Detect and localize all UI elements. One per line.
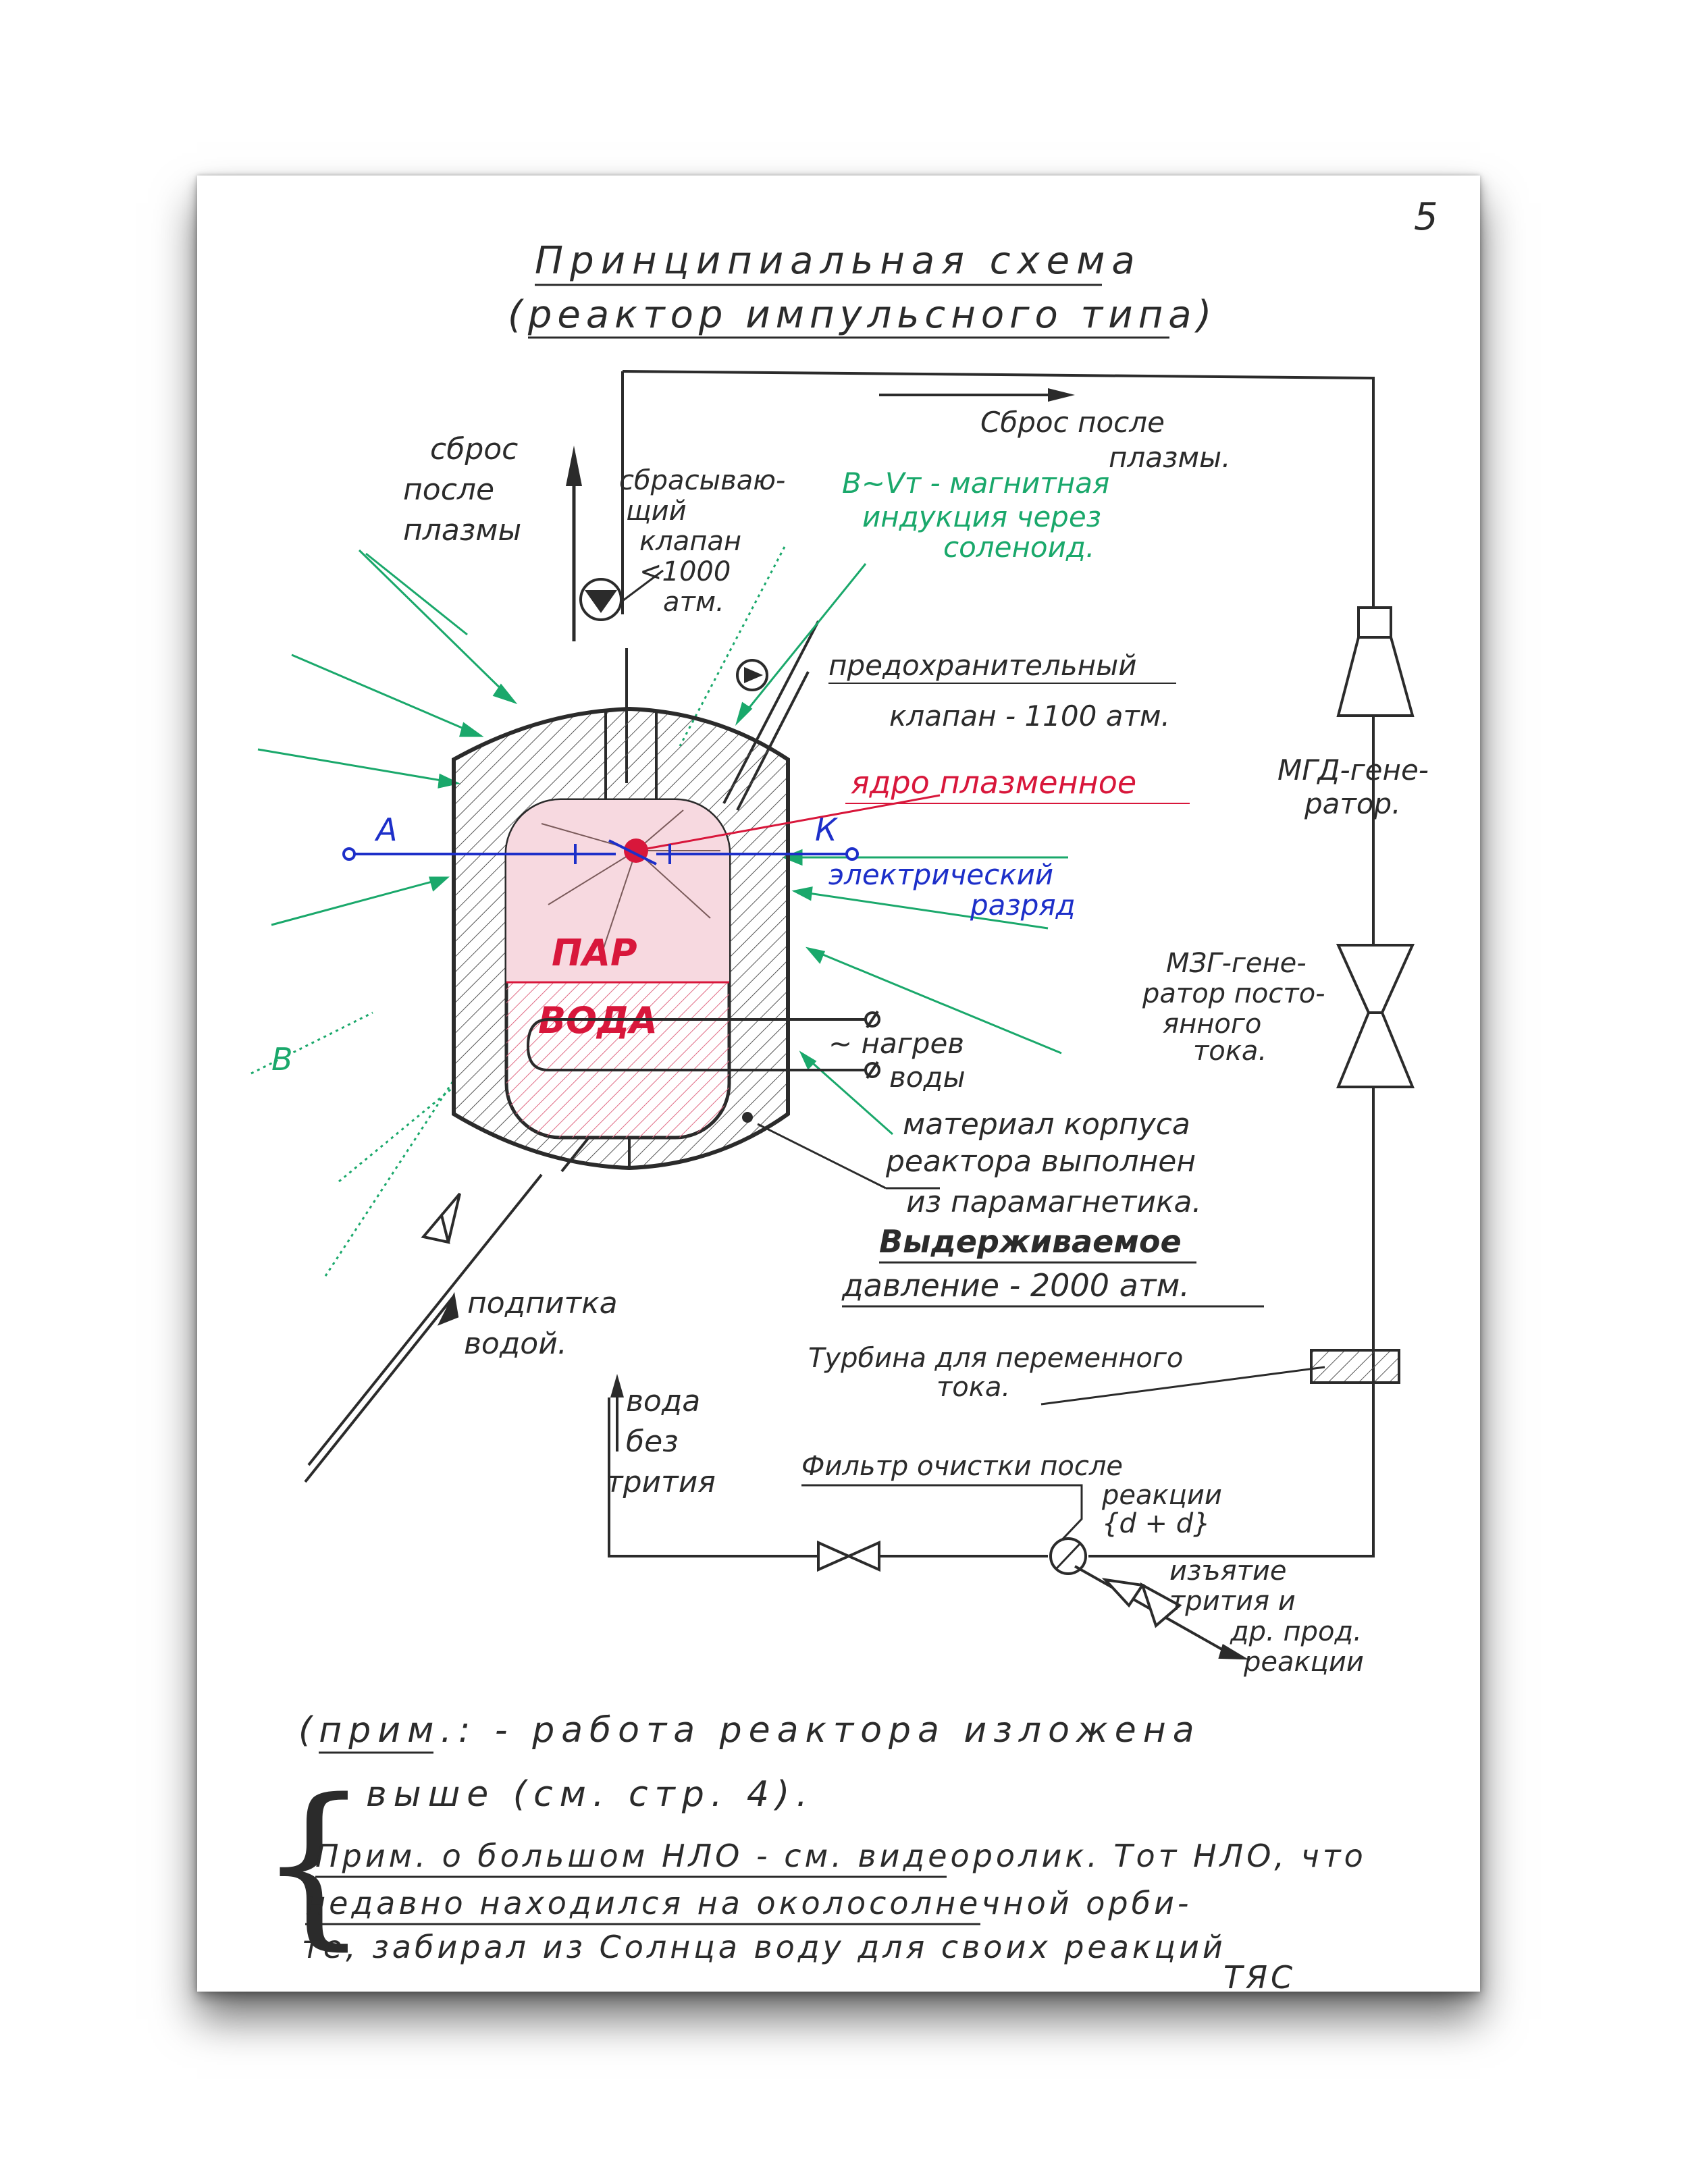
dc-generator-icon (1336, 944, 1415, 1088)
cathode-label: К (815, 811, 839, 848)
filter-icon (1049, 1537, 1087, 1575)
tritium-extraction-line (1074, 1565, 1249, 1660)
turbine-icon (1310, 1349, 1400, 1384)
reactor-vessel (452, 706, 790, 1173)
discharge-right-label: Сброс после плазмы. (980, 406, 1231, 474)
return-valve-icon (817, 1540, 880, 1572)
note-1: (прим.: - работа реактора изложена выше … (298, 1710, 1219, 1815)
material-label: материал корпуса реактора выполнен из па… (885, 1107, 1205, 1219)
mhd-generator-label: МГД-гене- ратор. (1277, 753, 1438, 820)
electrodes (342, 839, 859, 865)
note-2: Прим. о большом НЛО - см. видеоролик. То… (302, 1838, 1379, 1992)
title-line-1: Принципиальная схема (535, 239, 1142, 283)
b-label: В (271, 1041, 293, 1077)
pressure-label: Выдерживаемое давление - 2000 атм. (841, 1223, 1191, 1304)
note-2-brace: { (258, 1762, 369, 1966)
magnetic-field-arrows (250, 546, 1068, 1277)
reactor-schematic: 5 Принципиальная схема (реактор импульсн… (250, 195, 1438, 1992)
heating-coil (526, 1010, 880, 1080)
page-number: 5 (1414, 195, 1438, 239)
tritium-extraction-label: изъятие трития и др. прод. реакции (1169, 1555, 1371, 1678)
title-line-2: (реактор импульсного типа) (508, 293, 1217, 337)
dump-valve-label: сбрасываю- щий клапан <1000 атм. (619, 465, 794, 618)
turbine-label: Турбина для переменного тока. (808, 1343, 1192, 1403)
water-heating-label: ~ нагрев воды (828, 1027, 973, 1094)
discharge-left-label: сброс после плазмы (403, 432, 527, 548)
plasma-core-label: ядро плазменное (851, 764, 1136, 801)
safety-valve-label: предохранительный клапан - 1100 атм. (828, 649, 1170, 733)
dc-generator-label: МЗГ-гене- ратор посто- янного тока. (1142, 948, 1334, 1067)
water-no-tritium-label: вода без трития (606, 1384, 716, 1499)
mhd-generator-icon (1336, 606, 1415, 717)
water-feed-label: подпитка водой. (464, 1286, 627, 1361)
feed-water-line (304, 1173, 543, 1483)
anode-label: А (374, 811, 397, 848)
magnetic-induction-label: B~Vт - магнитная индукция через соленоид… (842, 467, 1119, 564)
filter-label: Фильтр очистки после реакции {d + d} (801, 1451, 1231, 1539)
electric-discharge-label: электрический разряд (828, 858, 1076, 922)
dump-valve-icon (579, 578, 623, 621)
steam-label: ПАР (552, 932, 637, 974)
document-page: 5 Принципиальная схема (реактор импульсн… (197, 176, 1480, 1992)
